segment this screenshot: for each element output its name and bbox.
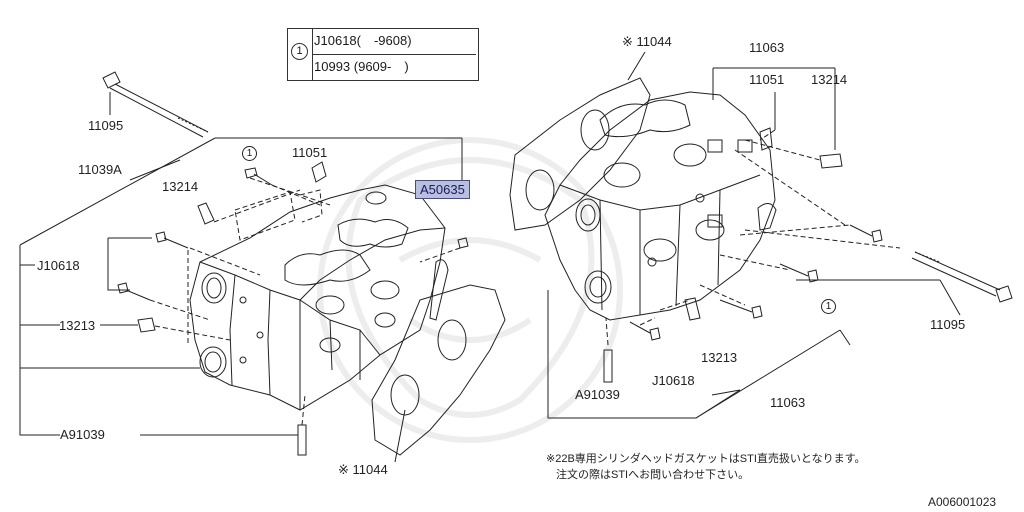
callout-11044-right[interactable]: ※ 11044 [622,34,672,49]
callout-11051-left[interactable]: 11051 [292,145,328,160]
callout-13214-right[interactable]: 13214 [811,72,848,87]
footer-diagram-code: A006001023 [928,495,997,509]
callout-11063-top[interactable]: 11063 [749,40,785,55]
callout-13214-left[interactable]: 13214 [162,179,199,194]
callout-A50635-highlighted[interactable]: A50635 [415,180,470,199]
note-line-2: 注文の際はSTIへお問い合わせ下さい。 [556,469,750,481]
legend-row-1: J10618( -9608) [314,33,412,48]
left-cylinder-head [189,184,446,411]
callout-J10618-left[interactable]: J10618 [37,258,80,273]
right-bracket-lines [547,51,961,419]
right-cylinder-head [544,91,776,321]
callout-A91039-right[interactable]: A91039 [575,387,620,402]
callout-11051-right[interactable]: 11051 [749,72,785,87]
callout-11039A[interactable]: 11039A [78,162,122,177]
parts-legend-table: 1 J10618( -9608) 10993 (9609- ) [287,28,479,81]
left-small-parts [117,161,469,456]
callout-A91039-left[interactable]: A91039 [60,427,105,442]
left-long-bolt [102,71,209,138]
left-bracket-lines [19,137,463,436]
legend-row-2: 10993 (9609- ) [314,59,409,74]
legend-number-badge: 1 [291,43,308,60]
callout-11063-bottom[interactable]: 11063 [770,395,806,410]
right-small-parts [603,127,883,383]
watermark-emblem [317,137,623,443]
legend-separator [312,54,476,55]
right-head-gasket [509,77,651,231]
left-head-gasket [371,284,506,463]
right-dashed-guides [605,129,901,346]
right-long-bolt [911,251,1013,303]
left-dashed-guides [149,177,461,426]
callout-circle-1-right[interactable]: 1 [821,299,836,314]
callout-13213-left[interactable]: 13213 [59,318,96,333]
callout-J10618-right[interactable]: J10618 [652,373,695,388]
callout-11095-left[interactable]: 11095 [88,118,124,133]
note-line-1: ※22B専用シリンダヘッドガスケットはSTI直売扱いとなります。 [546,453,866,465]
callout-13213-right[interactable]: 13213 [701,350,738,365]
callout-11095-right[interactable]: 11095 [930,317,966,332]
callout-11044-left[interactable]: ※ 11044 [338,462,388,477]
callout-circle-1-left[interactable]: 1 [242,146,257,161]
